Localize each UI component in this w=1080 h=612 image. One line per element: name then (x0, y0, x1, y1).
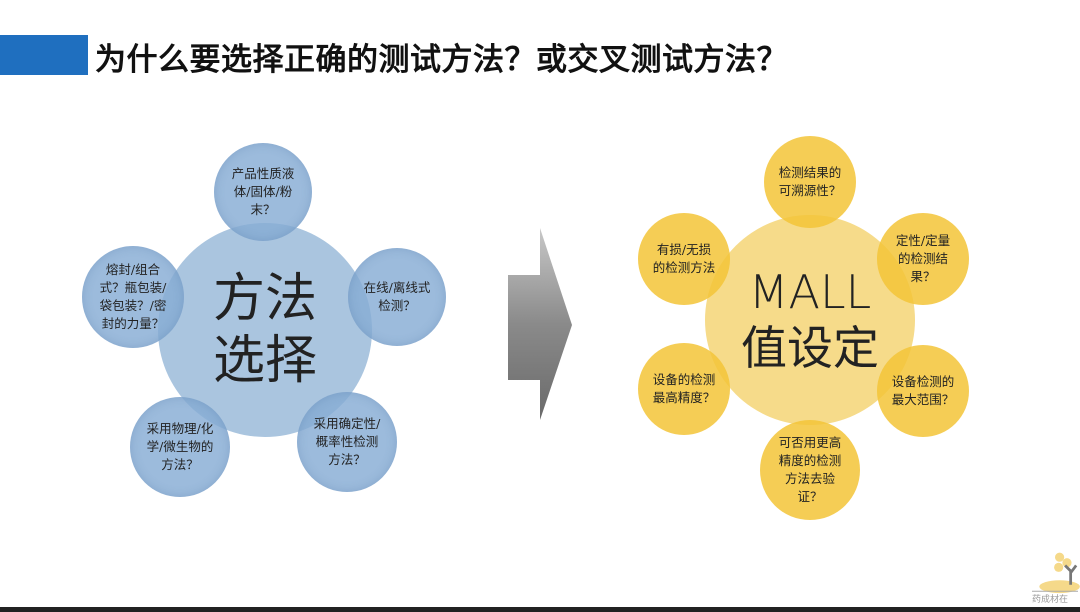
satellite-traceability: 检测结果的可溯源性？ (764, 136, 856, 228)
satellite-text: 设备的检测最高精度？ (652, 372, 716, 405)
satellite-destructive: 有损/无损的检测方法 (638, 213, 730, 305)
slide-title: 为什么要选择正确的测试方法？或交叉测试方法？ (95, 42, 788, 78)
logo-text: 药成材在 (1032, 595, 1069, 605)
satellite-text: 采用确定性/概率性检测方法？ (313, 416, 381, 467)
satellite-deterministic-probabilistic: 采用确定性/概率性检测方法？ (297, 392, 397, 492)
satellite-text: 采用物理/化学/微生物的方法？ (146, 421, 214, 472)
right-arrow-icon (508, 228, 572, 420)
center-text-line1: MALL (748, 265, 872, 319)
satellite-product-nature: 产品性质液体/固体/粉末？ (214, 143, 312, 241)
satellite-text: 定性/定量的检测结果？ (895, 233, 951, 284)
center-text-line2: 选择 (212, 331, 317, 391)
satellite-text: 检测结果的可溯源性？ (778, 165, 842, 198)
tree-logo-icon (1032, 552, 1080, 594)
satellite-text: 产品性质液体/固体/粉末？ (231, 166, 295, 217)
satellite-text: 在线/离线式检测？ (363, 280, 431, 313)
bottom-border (0, 607, 1080, 612)
satellite-physical-chemical-micro: 采用物理/化学/微生物的方法？ (130, 397, 230, 497)
satellite-text: 可否用更高精度的检测方法去验证？ (778, 435, 842, 504)
satellite-packaging-seal: 熔封/组合式？瓶包装/袋包装？/密封的力量？ (82, 246, 184, 348)
satellite-text: 设备检测的最大范围？ (891, 374, 955, 407)
satellite-max-range: 设备检测的最大范围？ (877, 345, 969, 437)
satellite-higher-precision-verify: 可否用更高精度的检测方法去验证？ (760, 420, 860, 520)
center-text-line2: 值设定 (741, 321, 879, 375)
satellite-qualitative-quantitative: 定性/定量的检测结果？ (877, 213, 969, 305)
satellite-text: 有损/无损的检测方法 (652, 242, 716, 275)
center-text-line1: 方法 (212, 269, 317, 329)
satellite-max-precision: 设备的检测最高精度？ (638, 343, 730, 435)
title-accent-bar (0, 35, 88, 75)
satellite-online-offline: 在线/离线式检测？ (348, 248, 446, 346)
satellite-text: 熔封/组合式？瓶包装/袋包装？/密封的力量？ (99, 262, 167, 331)
